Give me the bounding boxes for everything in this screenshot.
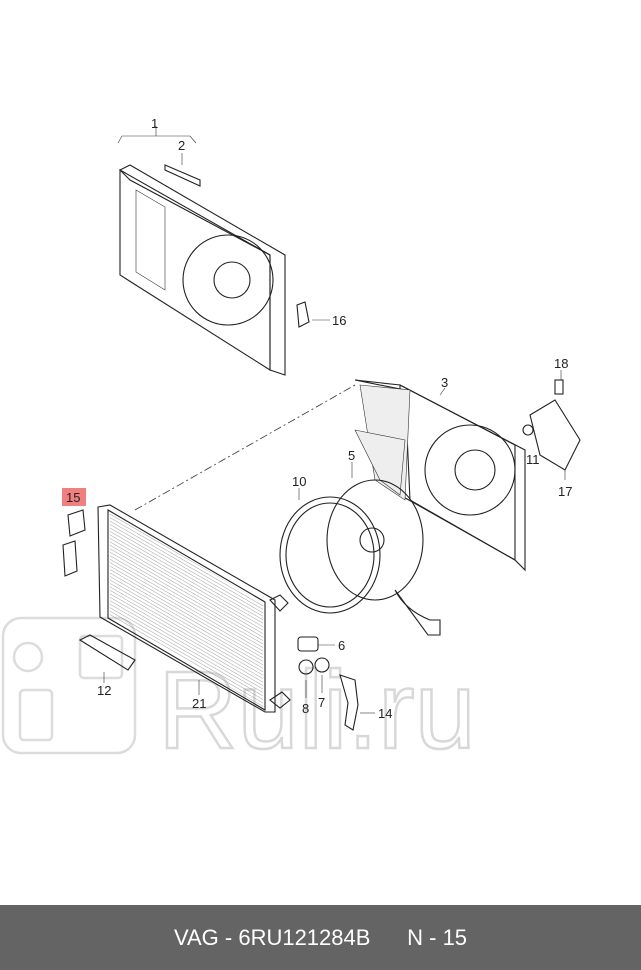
callout-2[interactable]: 2 <box>178 138 185 153</box>
callout-18[interactable]: 18 <box>554 356 568 371</box>
highlight-box <box>62 488 86 506</box>
diagram-position: N - 15 <box>407 924 468 950</box>
label-sticker <box>164 164 201 187</box>
callout-17[interactable]: 17 <box>558 484 572 499</box>
part-info-bar: VAG - 6RU121284B N - 15 <box>0 905 641 970</box>
callout-21[interactable]: 21 <box>192 696 206 711</box>
clip-part-15 <box>62 509 86 577</box>
parts-diagram: Ruli.ru <box>1 116 581 773</box>
callout-11[interactable]: 11 <box>526 452 540 467</box>
callout-12[interactable]: 12 <box>97 683 111 698</box>
callout-5[interactable]: 5 <box>348 448 355 463</box>
bracket <box>529 399 581 471</box>
callout-15[interactable]: 15 <box>66 490 80 505</box>
callout-8[interactable]: 8 <box>302 701 309 716</box>
callout-1[interactable]: 1 <box>151 116 158 131</box>
fan-shroud <box>354 379 526 572</box>
callout-6[interactable]: 6 <box>338 638 345 653</box>
callout-7[interactable]: 7 <box>318 695 325 710</box>
brand: VAG <box>173 924 219 950</box>
callout-14[interactable]: 14 <box>378 706 392 721</box>
callout-10[interactable]: 10 <box>292 474 306 489</box>
callout-16[interactable]: 16 <box>332 313 346 328</box>
fan-shroud-assembly <box>119 164 310 376</box>
radiator <box>97 504 291 713</box>
part-number: 6RU121284B <box>238 924 371 950</box>
callout-3[interactable]: 3 <box>441 375 448 390</box>
